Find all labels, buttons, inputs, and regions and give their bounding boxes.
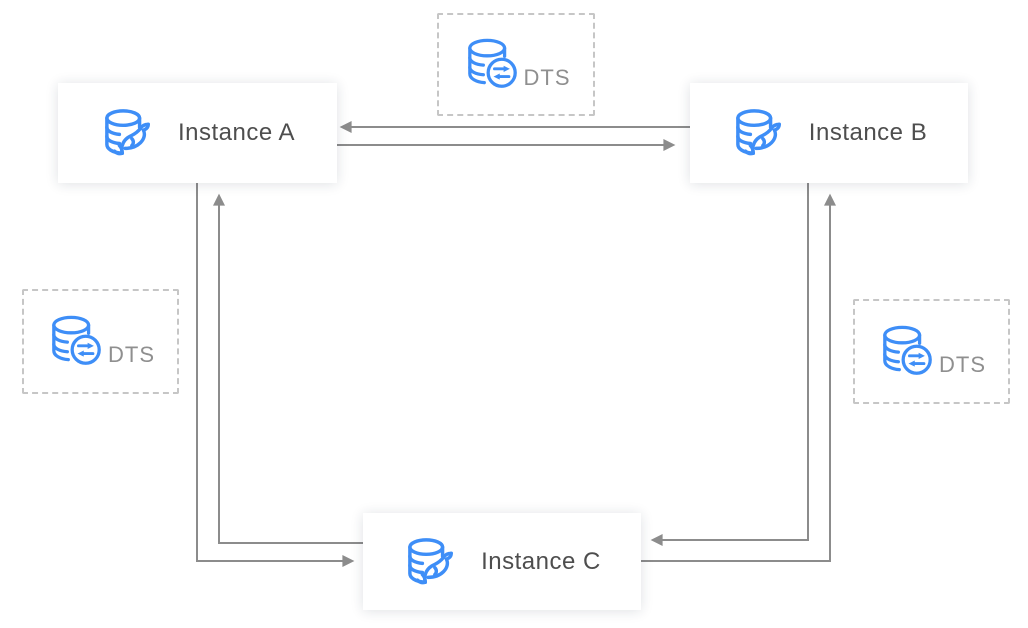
dts-sync-database-icon — [52, 315, 101, 365]
instance-b-label: Instance B — [808, 119, 928, 146]
instance-a-label: Instance A — [177, 119, 296, 146]
dts-box-top: DTS — [437, 13, 595, 116]
node-instance-c: Instance C — [363, 513, 641, 610]
dts-sync-database-icon — [467, 38, 517, 88]
mysql-database-icon — [735, 109, 781, 156]
node-instance-b: Instance B — [690, 83, 968, 183]
instance-c-label: Instance C — [481, 547, 601, 575]
dts-top-label: DTS — [523, 64, 571, 90]
node-instance-a: Instance A — [58, 83, 337, 183]
arrow-b-to-c — [650, 183, 809, 546]
mysql-database-icon — [105, 109, 150, 156]
arrow-a-to-c — [196, 183, 355, 567]
dts-box-right: DTS — [853, 299, 1010, 404]
dts-left-label: DTS — [108, 341, 155, 367]
arrow-c-to-b — [641, 193, 836, 562]
dts-right-label: DTS — [939, 351, 986, 377]
dts-sync-database-icon — [883, 325, 932, 375]
arrow-c-to-a — [213, 193, 363, 544]
mysql-database-icon — [408, 537, 454, 584]
dts-box-left: DTS — [22, 289, 179, 394]
